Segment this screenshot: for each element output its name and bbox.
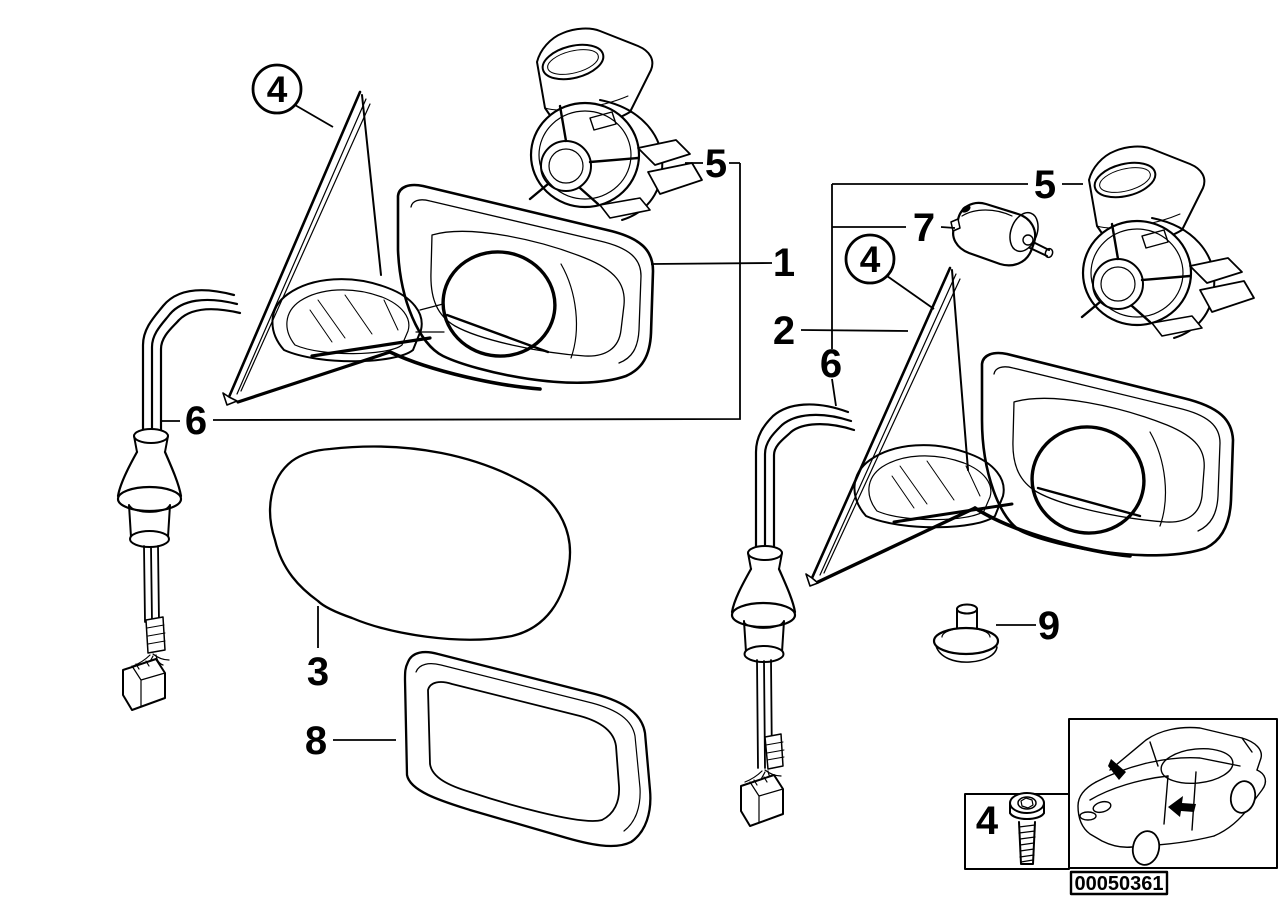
callout-right-base: 5 <box>1034 163 1056 207</box>
callout-left-cable: 6 <box>185 399 207 443</box>
right-housing-drawing <box>973 351 1235 558</box>
right-base-foot-drawing <box>853 444 1014 529</box>
callout-circle-left-4 <box>251 63 303 115</box>
left-gasket-drawing <box>222 90 392 406</box>
callout-left-assembly: 1 <box>773 241 795 285</box>
right-cable-drawing <box>730 403 856 827</box>
callout-grommet: 9 <box>1038 604 1060 648</box>
mirror-glass-framed-drawing <box>403 650 652 848</box>
callout-glass-framed: 8 <box>305 719 327 763</box>
right-bracket-line <box>831 184 837 407</box>
left-housing-drawing <box>388 183 655 391</box>
mirror-glass-drawing <box>268 445 572 641</box>
callout-right-gasket: 4 <box>860 239 881 280</box>
callout-glass: 3 <box>307 650 329 694</box>
callout-leaders <box>161 63 1083 741</box>
screw-icon <box>1009 792 1045 865</box>
left-bracket-line <box>161 163 741 422</box>
image-code-box: 00050361 <box>1069 870 1169 896</box>
callout-left-gasket: 4 <box>267 69 288 110</box>
left-speaker-bracket-drawing <box>528 27 703 221</box>
image-code: 00050361 <box>1075 873 1164 895</box>
left-base-foot-drawing <box>271 278 445 363</box>
right-mirror-assembly-drawing <box>730 145 1255 827</box>
left-mirror-assembly-drawing <box>116 27 703 711</box>
callout-right-assembly: 2 <box>773 309 795 353</box>
right-speaker-bracket-drawing <box>1080 145 1255 339</box>
callout-left-4-leader <box>294 104 334 128</box>
callout-1-leader <box>650 262 773 265</box>
callout-circle-right-4 <box>844 233 896 285</box>
grommet-drawing <box>932 603 1000 663</box>
callout-labels: 4 5 1 6 3 8 5 7 4 2 6 9 <box>185 69 1060 763</box>
car-icon <box>1077 726 1267 866</box>
left-cable-drawing <box>116 289 242 711</box>
callout-right-cable: 6 <box>820 342 842 386</box>
callout-left-base: 5 <box>705 142 727 186</box>
callout-screw: 4 <box>976 799 999 843</box>
mirror-location-arrow-small <box>1108 759 1126 780</box>
callout-motor: 7 <box>913 206 935 250</box>
callout-right-4-leader <box>886 275 935 310</box>
right-gasket-drawing <box>805 266 977 587</box>
callout-2-leader <box>800 329 909 332</box>
mirror-location-arrow-large <box>1168 796 1196 817</box>
callout-7-leader <box>832 226 956 229</box>
motor-drawing <box>950 201 1054 267</box>
car-location-inset <box>1068 718 1278 869</box>
screw-inset-box: 4 <box>964 792 1070 870</box>
